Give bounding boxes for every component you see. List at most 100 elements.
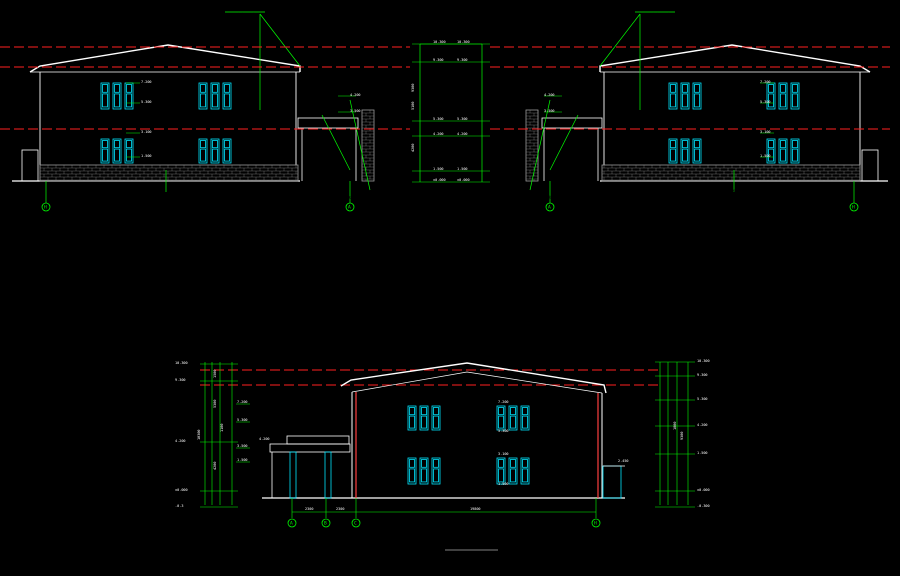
level-label: 1.500 — [141, 154, 152, 158]
section-height-dim: 1500 — [213, 370, 217, 378]
window-lower-left-upper-pane — [792, 140, 798, 149]
window-lower-left-upper-pane — [126, 140, 132, 149]
window-upper-right-frame — [210, 82, 220, 110]
window-lower-right-upper-pane — [212, 140, 218, 149]
section-right-level: 1.500 — [697, 451, 708, 455]
grid-bubble-inner-circle — [345, 202, 355, 212]
section-height-dim: 1800 — [673, 422, 677, 430]
level-label: 1.500 — [760, 154, 771, 158]
section-window-level: 7.200 — [498, 400, 509, 404]
section-grid-bubble-label: C — [354, 521, 357, 527]
roof-note-leader-2 — [259, 13, 301, 67]
canopy-brick-pier — [361, 109, 375, 182]
schedule-label-left: 9.300 — [433, 58, 444, 62]
section-window-lower-right-lower-pane — [510, 468, 516, 483]
section-left-level: ±0.000 — [175, 488, 188, 492]
left-note-b: 深灰色面砖饰面 — [372, 194, 400, 200]
right-note-b: 钢结构雨棚 深灰色油漆 — [545, 194, 587, 200]
section-window-upper-left-upper-pane — [409, 407, 415, 416]
window-lower-left-frame — [124, 138, 134, 164]
elevation-body — [525, 11, 888, 203]
section-window-lower-left-lower-pane — [433, 468, 439, 483]
grid-bubble-inner-label: A — [348, 205, 351, 211]
section-inner-level: 7.200 — [237, 400, 248, 404]
section-right-level: 5.300 — [697, 397, 708, 401]
window-lower-right-upper-pane — [682, 140, 688, 149]
section-grid-bubble-circle — [351, 518, 361, 528]
section-window-upper-right-upper-pane — [522, 407, 528, 416]
section-window-upper-right-frame — [520, 405, 530, 431]
section-window-upper-right-upper-pane — [510, 407, 516, 416]
section-window-lower-right-upper-pane — [498, 459, 504, 468]
section-window-upper-left-frame — [407, 405, 417, 431]
section-right-level: 4.200 — [697, 423, 708, 427]
level-label: 3.100 — [760, 130, 771, 134]
plinth-brick — [601, 164, 861, 182]
section-window-level: 3.100 — [498, 452, 509, 456]
right-wall-note: 深灰色面砖饰面 — [708, 188, 736, 194]
window-lower-right-frame — [680, 138, 690, 164]
window-lower-left-frame — [778, 138, 788, 164]
section-title: 1-1剖面图 — [452, 543, 476, 550]
grid-bubble-outer-circle — [849, 202, 859, 212]
schedule-dim: 5100 — [411, 102, 415, 110]
window-lower-right-frame — [668, 138, 678, 164]
canopy-beam — [297, 117, 359, 129]
window-upper-right-upper-pane — [200, 84, 206, 93]
window-lower-right-frame — [222, 138, 232, 164]
window-lower-left-lower-pane — [780, 148, 786, 162]
window-upper-right-frame — [680, 82, 690, 110]
section-window-lower-left-lower-pane — [409, 468, 415, 483]
canopy-beam — [541, 117, 603, 129]
level-label: 7.200 — [141, 80, 152, 84]
window-lower-right-upper-pane — [200, 140, 206, 149]
section-window-lower-left-upper-pane — [433, 459, 439, 468]
section-window-lower-right-upper-pane — [510, 459, 516, 468]
section-canopy-level: 4.200 — [259, 437, 270, 441]
window-upper-left-upper-pane — [792, 84, 798, 93]
window-upper-left-frame — [112, 82, 122, 110]
section-window-lower-left-frame — [419, 457, 429, 485]
window-lower-left-frame — [100, 138, 110, 164]
section-window-upper-left-lower-pane — [409, 415, 415, 429]
section-right-level: 10.300 — [697, 359, 710, 363]
section-window-lower-right-upper-pane — [522, 459, 528, 468]
window-lower-left-upper-pane — [102, 140, 108, 149]
canopy-level-label: 3.500 — [350, 109, 361, 113]
window-upper-right-frame — [198, 82, 208, 110]
grid-bubble-outer-label: H — [44, 205, 47, 211]
section-grid-bubble-label: A — [290, 521, 293, 527]
canopy-note-leader — [549, 114, 579, 171]
section-grid-bubble-label: H — [594, 521, 597, 527]
schedule-dim: 4200 — [411, 144, 415, 152]
section-right-door — [602, 465, 622, 499]
pier-note-leader — [349, 99, 371, 191]
section-window-upper-right-lower-pane — [522, 415, 528, 429]
section-left-level: 10.300 — [175, 361, 188, 365]
window-lower-right-lower-pane — [212, 148, 218, 162]
window-upper-right-lower-pane — [224, 93, 230, 108]
window-upper-left-upper-pane — [768, 84, 774, 93]
window-upper-left-frame — [778, 82, 788, 110]
window-lower-left-frame — [112, 138, 122, 164]
window-lower-left-frame — [790, 138, 800, 164]
roof-note-leader-2 — [599, 13, 641, 67]
schedule-label-left: 10.300 — [433, 40, 446, 44]
right-note-a: 深灰色面砖饰面 — [500, 194, 528, 200]
schedule-label-right: 1.500 — [457, 167, 468, 171]
window-lower-right-upper-pane — [694, 140, 700, 149]
section-height-dim: 1100 — [220, 424, 224, 432]
window-lower-left-lower-pane — [114, 148, 120, 162]
section-window-upper-right-frame — [508, 405, 518, 431]
window-upper-right-frame — [668, 82, 678, 110]
grid-bubble-outer-circle — [41, 202, 51, 212]
window-lower-right-frame — [198, 138, 208, 164]
section-window-lower-right-frame — [508, 457, 518, 485]
window-upper-right-upper-pane — [694, 84, 700, 93]
window-lower-left-lower-pane — [126, 148, 132, 162]
window-upper-left-frame — [790, 82, 800, 110]
section-window-lower-left-upper-pane — [409, 459, 415, 468]
window-upper-left-lower-pane — [792, 93, 798, 108]
schedule-label-right: ±0.000 — [457, 178, 470, 182]
